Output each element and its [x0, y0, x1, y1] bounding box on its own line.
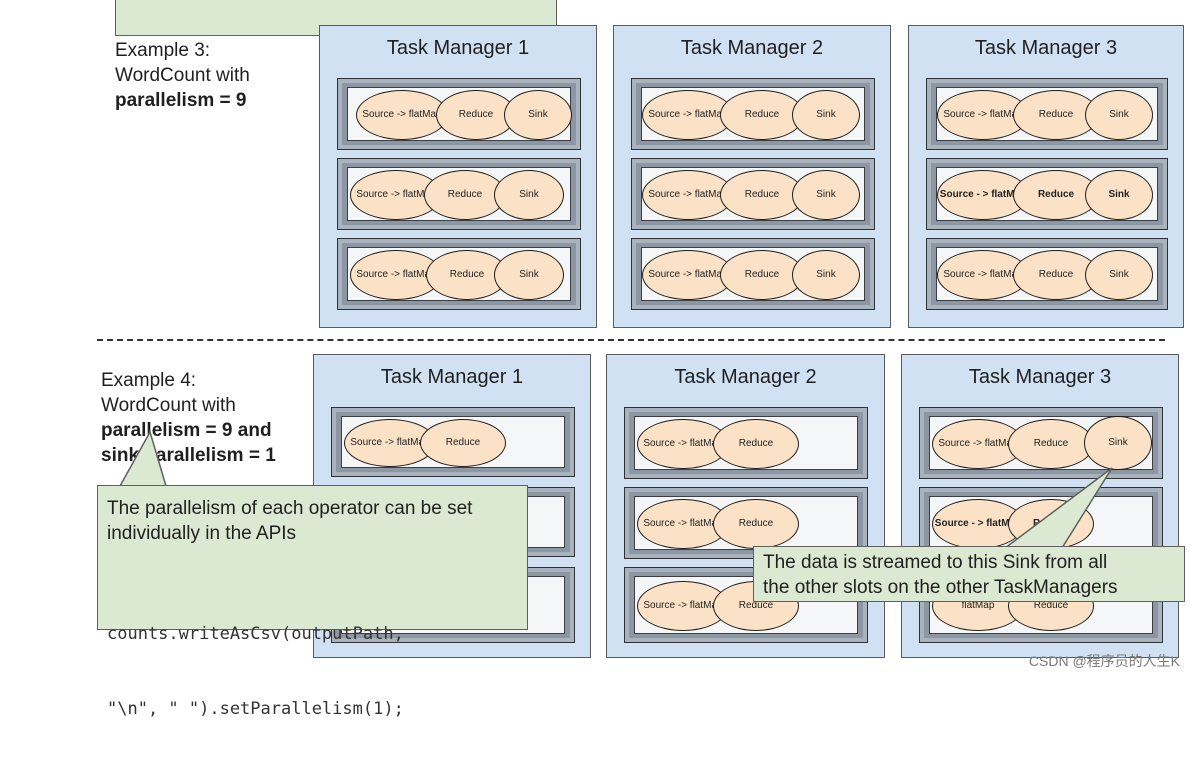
- operator-source-flatmap: Source -> flatMap: [642, 170, 734, 220]
- task-slot: Source -> flatMap Reduce Sink: [631, 78, 875, 150]
- operator-reduce: Reduce: [713, 419, 799, 469]
- task-slot: Source -> flatMap Reduce Sink: [631, 158, 875, 230]
- operator-sink: Sink: [504, 90, 572, 140]
- ex3-task-manager-1: Task Manager 1 Source -> flatMap Reduce …: [319, 25, 597, 328]
- example3-label: Example 3: WordCount with parallelism = …: [115, 38, 250, 113]
- operator-reduce: Reduce: [424, 170, 506, 220]
- api-callout: The parallelism of each operator can be …: [97, 485, 528, 719]
- api-callout-line2: individually in the APIs: [107, 523, 297, 544]
- operator-reduce: Reduce: [436, 90, 516, 140]
- task-slot: Source -> flatMap Reduce Sink: [926, 238, 1168, 310]
- api-callout-line1: The parallelism of each operator can be …: [107, 498, 473, 519]
- task-manager-title: Task Manager 1: [380, 366, 524, 388]
- task-slot: Source -> flatMap Reduce: [624, 487, 868, 559]
- example3-desc: WordCount with: [115, 65, 250, 86]
- task-manager-title: Task Manager 3: [968, 366, 1112, 388]
- operator-sink: Sink: [494, 250, 564, 300]
- ex4-task-manager-3: Task Manager 3 Source -> flatMap Reduce …: [901, 354, 1179, 658]
- task-slot: Source -> flatMap Reduce Sink: [337, 238, 581, 310]
- sink-callout-line1: The data is streamed to this Sink from a…: [763, 552, 1108, 573]
- example4-title: Example 4:: [101, 370, 197, 391]
- example3-parallelism: parallelism = 9: [115, 90, 247, 111]
- watermark: CSDN @程序员的人生K: [1028, 653, 1180, 669]
- operator-reduce: Reduce: [1013, 170, 1099, 220]
- example4-desc: WordCount with: [101, 395, 236, 416]
- operator-reduce: Reduce: [1008, 419, 1094, 469]
- example4-sink-parallelism: sink parallelism = 1: [101, 445, 276, 466]
- task-slot: Source -> flatMap Reduce Sink: [926, 78, 1168, 150]
- task-slot: Source -> flatMap Reduce: [624, 407, 868, 479]
- ex4-task-manager-2: Task Manager 2 Source -> flatMap Reduce …: [606, 354, 885, 658]
- example3-title: Example 3:: [115, 40, 211, 61]
- task-slot: Source -> flatMap Reduce Sink: [337, 78, 581, 150]
- task-slot: Source -> flatMap Reduce Sink: [337, 158, 581, 230]
- sink-callout-line2: the other slots on the other TaskManager…: [763, 577, 1118, 598]
- api-code-line1: counts.writeAsCsv(outputPath,: [107, 624, 404, 644]
- api-code-line2: "\n", " ").setParallelism(1);: [107, 699, 404, 719]
- section-divider: [97, 339, 1165, 341]
- ex3-task-manager-3: Task Manager 3 Source -> flatMap Reduce …: [908, 25, 1184, 328]
- example4-label: Example 4: WordCount with parallelism = …: [101, 368, 276, 468]
- operator-reduce: Reduce: [720, 90, 804, 140]
- operator-source-flatmap: Source -> flatMap: [642, 90, 734, 140]
- operator-sink: Sink: [494, 170, 564, 220]
- task-manager-title: Task Manager 1: [386, 37, 530, 59]
- operator-source-flatmap: Source -> flatMap: [356, 90, 448, 140]
- operator-reduce: Reduce: [420, 419, 506, 467]
- task-manager-title: Task Manager 3: [974, 37, 1118, 59]
- operator-sink: Sink: [1085, 250, 1153, 300]
- task-manager-title: Task Manager 2: [680, 37, 824, 59]
- operator-sink: Sink: [792, 250, 860, 300]
- task-manager-title: Task Manager 2: [674, 366, 817, 388]
- task-slot: Source -> flatMap Reduce: [331, 407, 575, 477]
- task-slot: Source -> flatMap Reduce Sink: [631, 238, 875, 310]
- operator-reduce: Reduce: [720, 250, 804, 300]
- example4-parallelism: parallelism = 9 and: [101, 420, 272, 441]
- operator-sink: Sink: [792, 90, 860, 140]
- operator-sink: Sink: [1085, 90, 1153, 140]
- ex3-task-manager-2: Task Manager 2 Source -> flatMap Reduce …: [613, 25, 891, 328]
- operator-sink: Sink: [1085, 170, 1153, 220]
- operator-reduce: Reduce: [713, 499, 799, 549]
- operator-reduce: Reduce: [1013, 250, 1099, 300]
- operator-sink: Sink: [792, 170, 860, 220]
- operator-source-flatmap: Source -> flatMap: [637, 419, 729, 469]
- task-slot-highlighted: Source - > flatMap Reduce Sink: [926, 158, 1168, 230]
- operator-sink: Sink: [1084, 416, 1152, 470]
- operator-reduce: Reduce: [1013, 90, 1099, 140]
- sink-callout: The data is streamed to this Sink from a…: [753, 546, 1185, 602]
- task-slot: Source -> flatMap Reduce Sink: [919, 407, 1163, 479]
- operator-reduce: Reduce: [1008, 499, 1094, 549]
